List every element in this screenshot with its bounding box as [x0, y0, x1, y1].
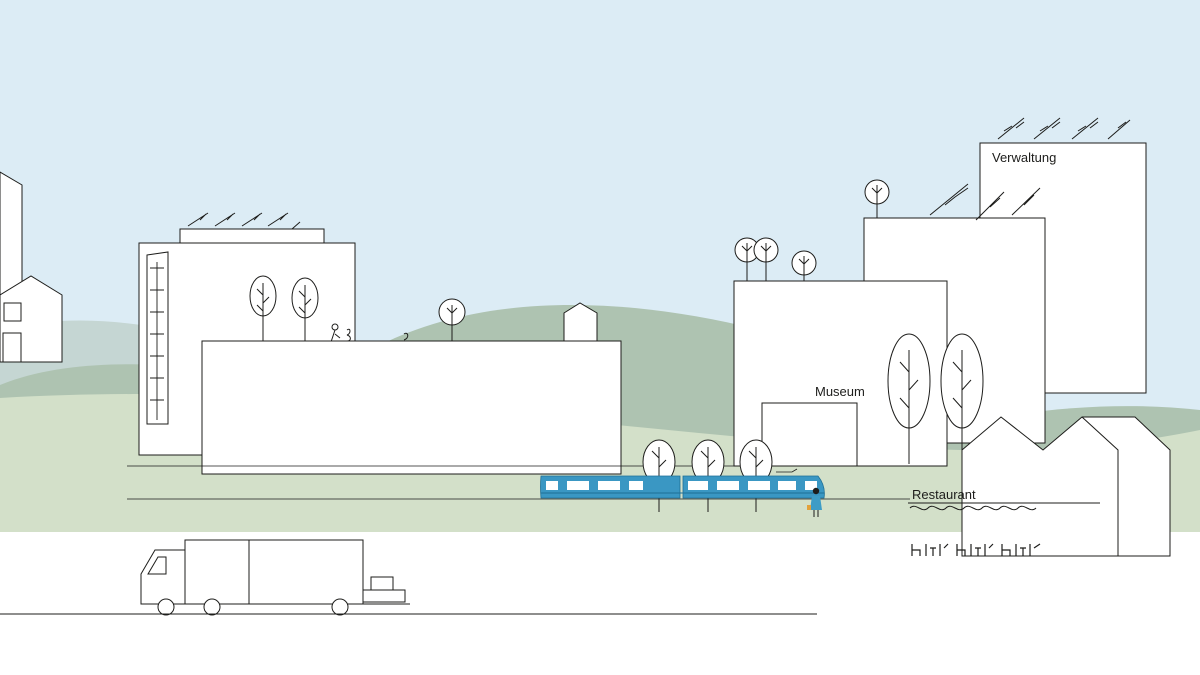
- tree-icon: [734, 237, 760, 281]
- rooftop-people: [330, 323, 409, 343]
- tree-icon: [940, 333, 984, 464]
- long-building: [201, 340, 622, 475]
- solar-panel-icon: [929, 117, 1131, 221]
- truck-icon: [140, 539, 410, 616]
- tree-icon: [291, 277, 319, 342]
- administration-label: Verwaltung: [992, 150, 1056, 165]
- left-tower: [0, 171, 23, 301]
- facade-marks: [150, 262, 164, 420]
- left-house: [0, 275, 63, 363]
- tram-icon: [540, 468, 825, 499]
- restaurant-label: Restaurant: [912, 487, 976, 502]
- tree-icon: [438, 298, 466, 341]
- restaurant-tables: [911, 543, 1041, 556]
- tree-icon: [249, 275, 277, 342]
- restaurant-hedge: [909, 505, 1037, 511]
- tree-icon: [691, 439, 725, 512]
- tree-icon: [864, 179, 890, 218]
- tree-icon: [887, 333, 931, 464]
- tree-icon: [753, 237, 779, 281]
- solar-panel-icon: [187, 212, 301, 230]
- small-house: [563, 302, 598, 342]
- restaurant-building: [961, 416, 1171, 557]
- person-icon: [807, 487, 822, 517]
- tree-icon: [791, 250, 817, 281]
- museum-label: Museum: [815, 384, 865, 399]
